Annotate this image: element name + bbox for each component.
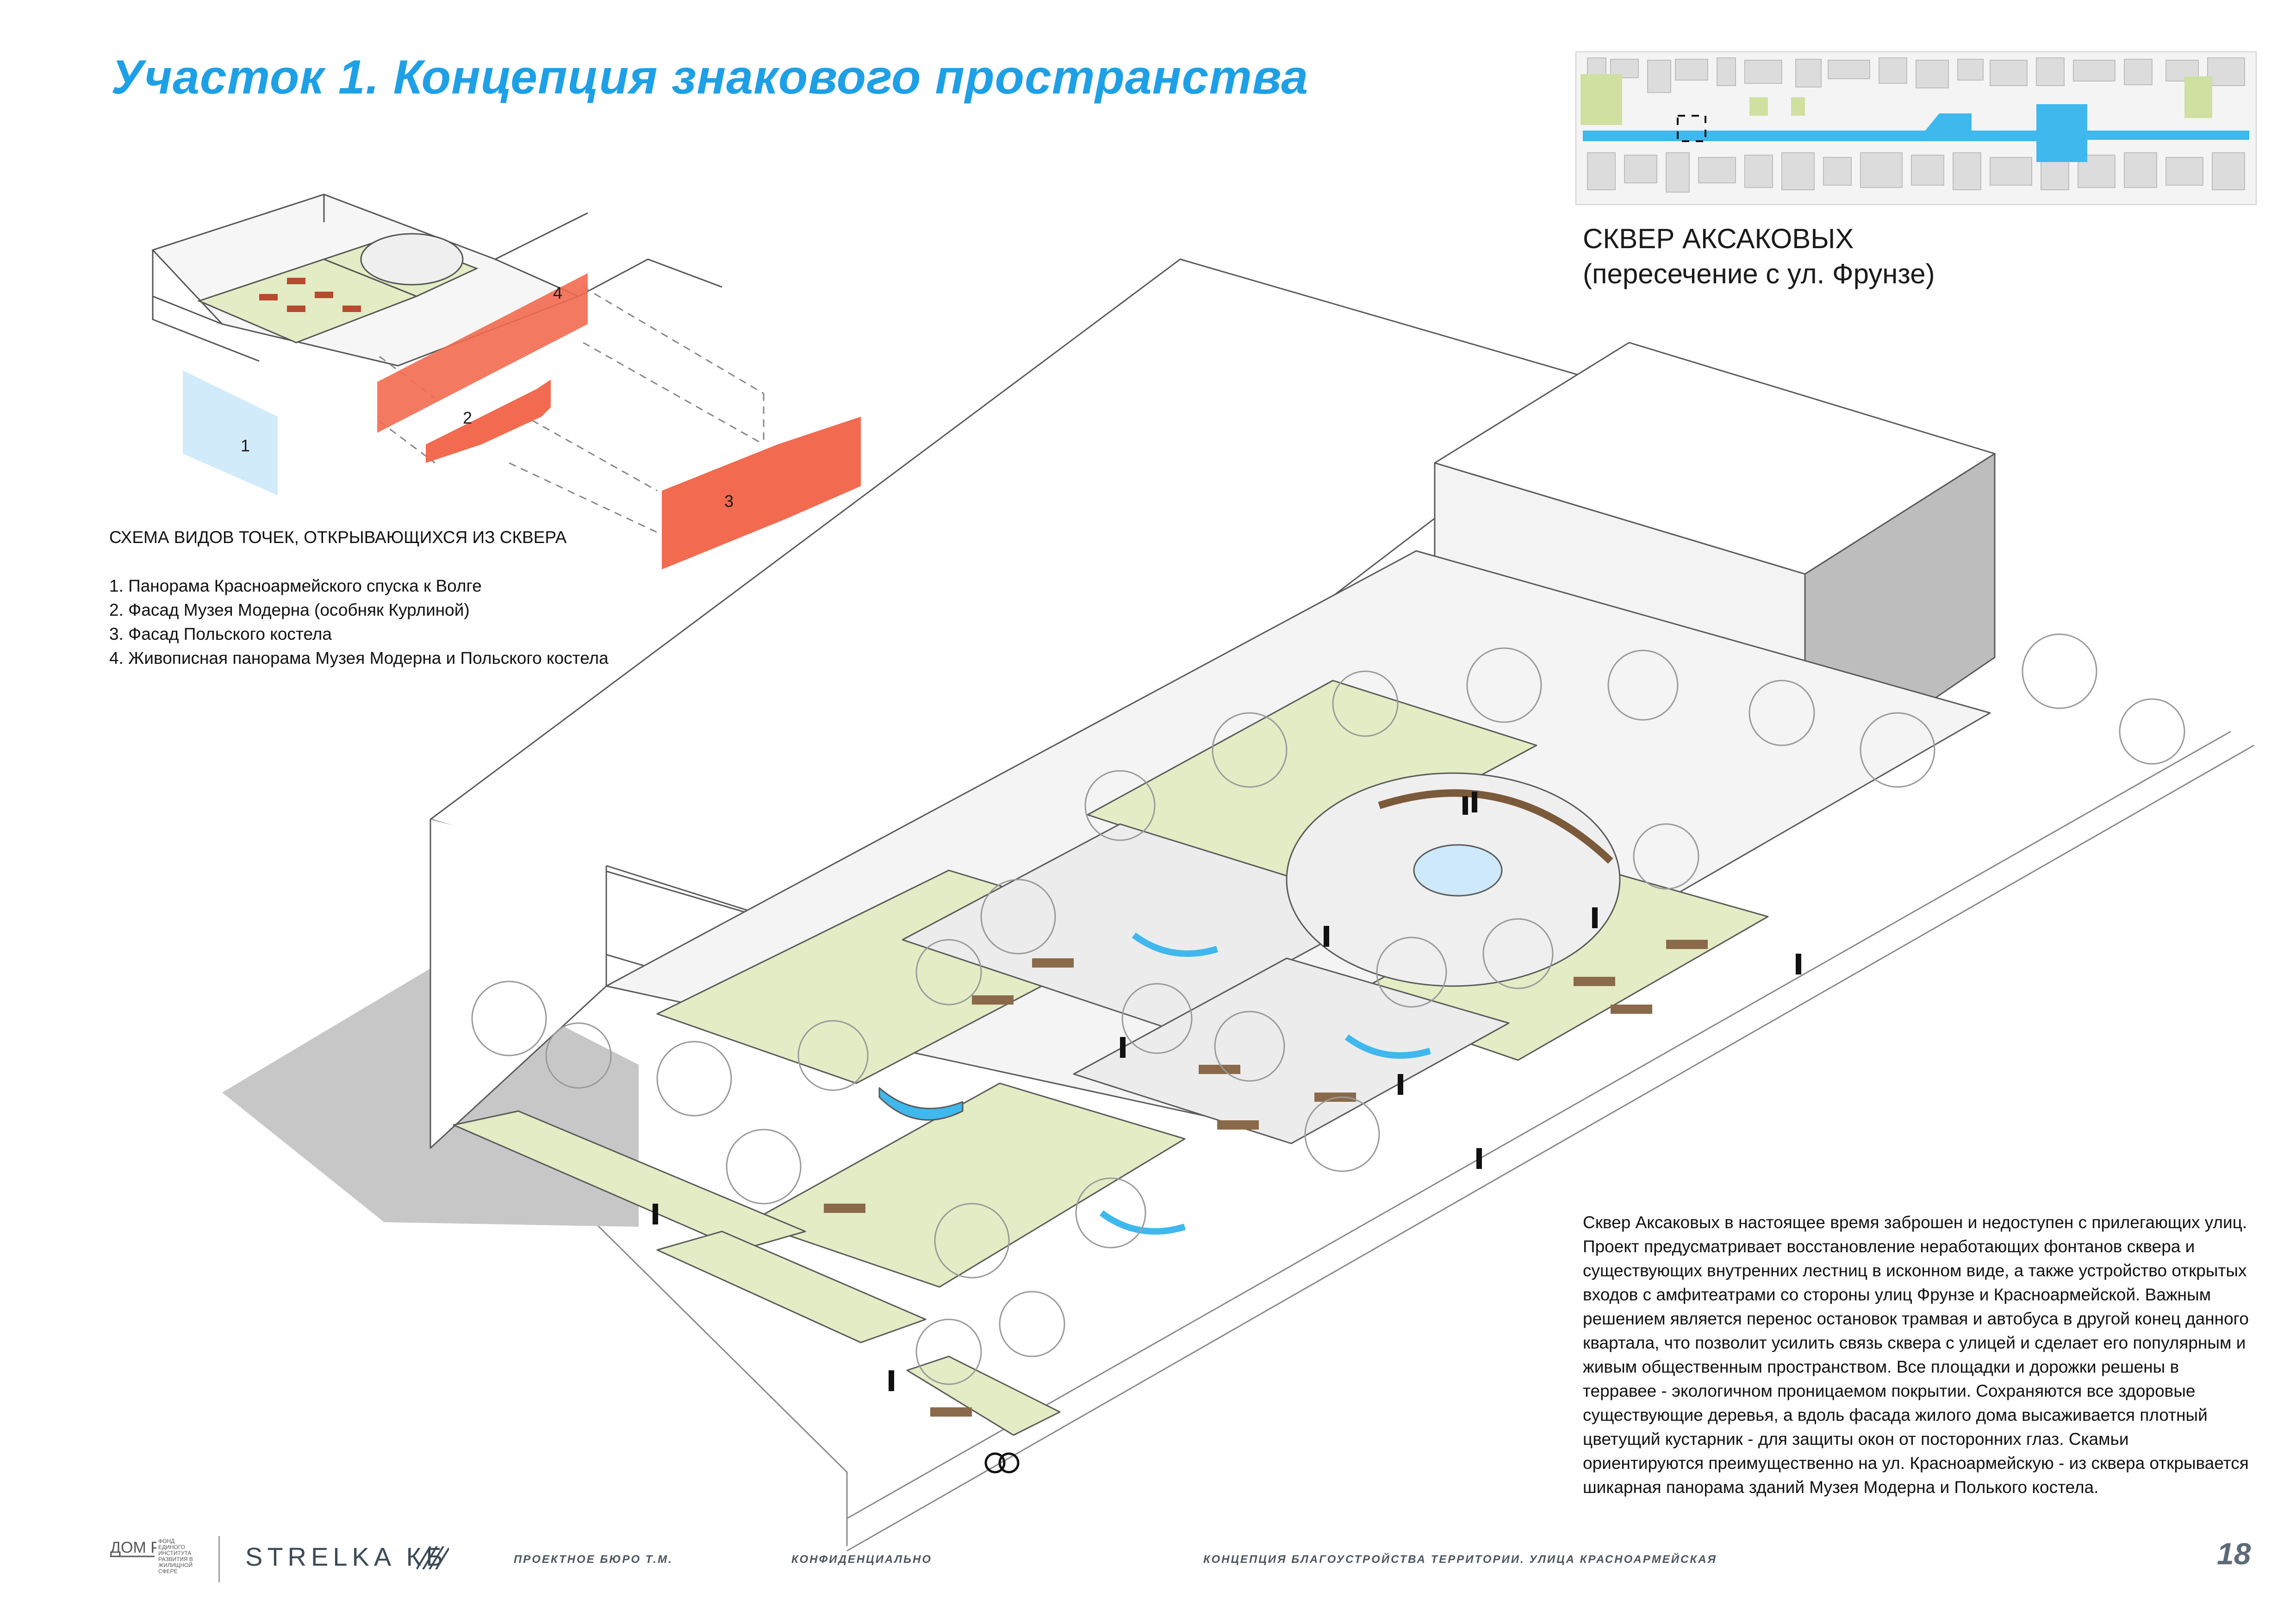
svg-text:ДОМ РФ: ДОМ РФ (110, 1539, 156, 1556)
location-name: СКВЕР АКСАКОВЫХ (1583, 223, 1854, 254)
strelka-logo: STRELKA КБ (245, 1542, 448, 1571)
footer-confidential: КОНФИДЕНЦИАЛЬНО (791, 1553, 932, 1566)
view-zone-2 (426, 380, 551, 463)
views-list-item-2: 2. Фасад Музея Модерна (особняк Курлиной… (109, 600, 470, 619)
logo-small-text: ФОНД ЕДИНОГО ИНСТИТУТА РАЗВИТИЯ В ЖИЛИЩН… (158, 1538, 193, 1574)
page-number: 18 (2217, 1537, 2251, 1571)
footer-bureau: ПРОЕКТНОЕ БЮРО Т.М. (514, 1553, 673, 1566)
location-note: (пересечение с ул. Фрунзе) (1583, 258, 1935, 289)
view-zone-4 (377, 273, 588, 433)
views-list: 1. Панорама Красноармейского спуска к Во… (109, 574, 628, 670)
views-list-item-4: 4. Живописная панорама Музея Модерна и П… (109, 649, 609, 668)
views-list-item-1: 1. Панорама Красноармейского спуска к Во… (109, 576, 482, 595)
views-list-item-3: 3. Фасад Польского костела (109, 625, 332, 643)
view-label-1: 1 (241, 436, 250, 455)
footer-separator (218, 1536, 220, 1582)
view-zone-3 (662, 417, 861, 569)
views-heading: СХЕМА ВИДОВ ТОЧЕК, ОТКРЫВАЮЩИХСЯ ИЗ СКВЕ… (109, 528, 567, 547)
view-label-3: 3 (724, 492, 734, 511)
description-text: Сквер Аксаковых в настоящее время заброш… (1583, 1213, 2249, 1497)
view-label-2: 2 (463, 408, 472, 427)
location-caption: СКВЕР АКСАКОВЫХ (пересечение с ул. Фрунз… (1583, 221, 1935, 292)
page-title: Участок 1. Концепция знакового пространс… (111, 50, 1309, 104)
strelka-pattern-icon (417, 1546, 449, 1569)
view-label-4: 4 (553, 283, 562, 302)
domrf-logo: ДОМ РФ (110, 1539, 156, 1557)
location-map-group (1575, 51, 2257, 205)
view-zone-1 (183, 370, 278, 495)
footer-project-title: КОНЦЕПЦИЯ БЛАГОУСТРОЙСТВА ТЕРРИТОРИИ. УЛ… (1203, 1553, 1717, 1566)
